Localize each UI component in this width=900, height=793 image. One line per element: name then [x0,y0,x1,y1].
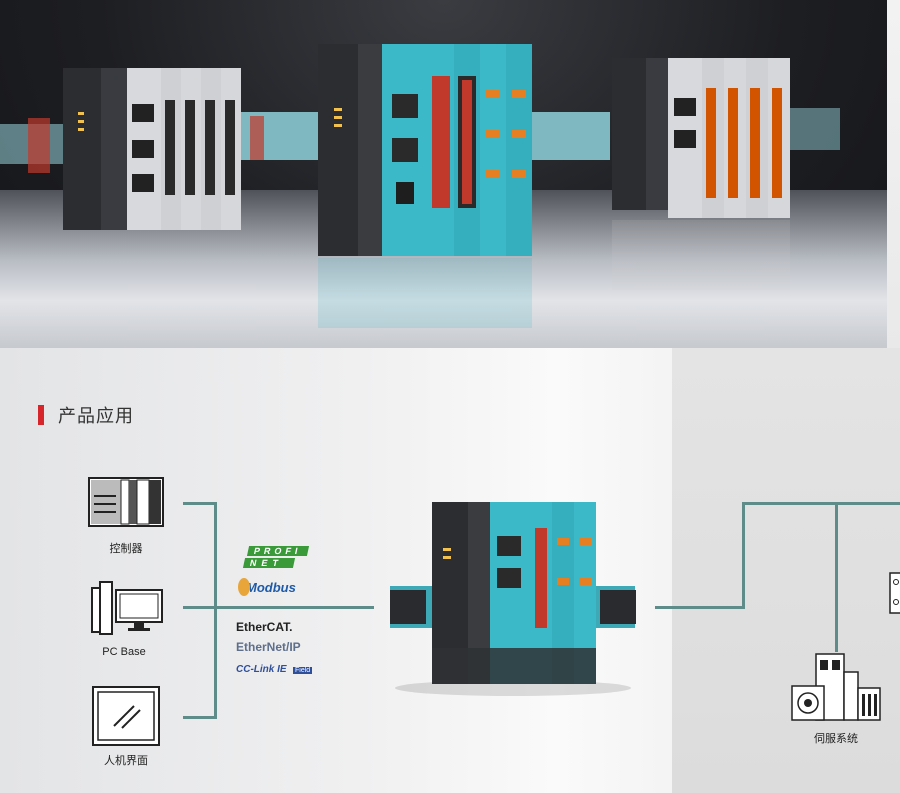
ethercat-logo: EtherCAT. [236,620,293,634]
ethernetip-logo: EtherNet/IP [236,640,301,654]
heading-accent-bar [38,405,44,425]
controller-label: 控制器 [109,543,143,555]
modbus-sun-icon [238,578,250,596]
connector-top-right [742,502,900,505]
servo-icon [791,653,881,721]
profinet-logo-bottom: NET [242,558,296,568]
connector-controller [183,502,217,505]
connector-module-out [655,606,745,609]
central-io-module-image [390,502,636,696]
connector-pcbase [183,606,217,609]
hero-product-photo [0,0,887,348]
pcbase-label: PC Base [102,646,146,658]
hero-modules-illustration [0,44,840,328]
section-title: 产品应用 [58,406,134,426]
connector-trunk-right [742,502,745,609]
hmi-label: 人机界面 [104,755,148,767]
connector-to-module [214,606,374,609]
profinet-logo-top: PROFI [246,546,309,556]
connector-hmi [183,716,217,719]
remote-device-icon [889,572,900,614]
profinet-logo: PROFI NET [242,546,309,568]
section-heading: 产品应用 [38,402,134,428]
hmi-icon [92,686,160,746]
modbus-logo: Modbus [246,580,296,595]
pc-icon [91,581,163,635]
right-panel-background [672,348,900,793]
hero-side-strip [887,0,900,348]
cclink-logo-text: CC-Link IE [236,664,287,675]
cclink-logo: CC-Link IE Field [236,659,313,677]
connector-servo [835,502,838,652]
connector-trunk-left [214,502,217,719]
cclink-field-badge: Field [293,667,313,674]
controller-icon [88,477,164,527]
servo-label: 伺服系统 [814,733,858,745]
